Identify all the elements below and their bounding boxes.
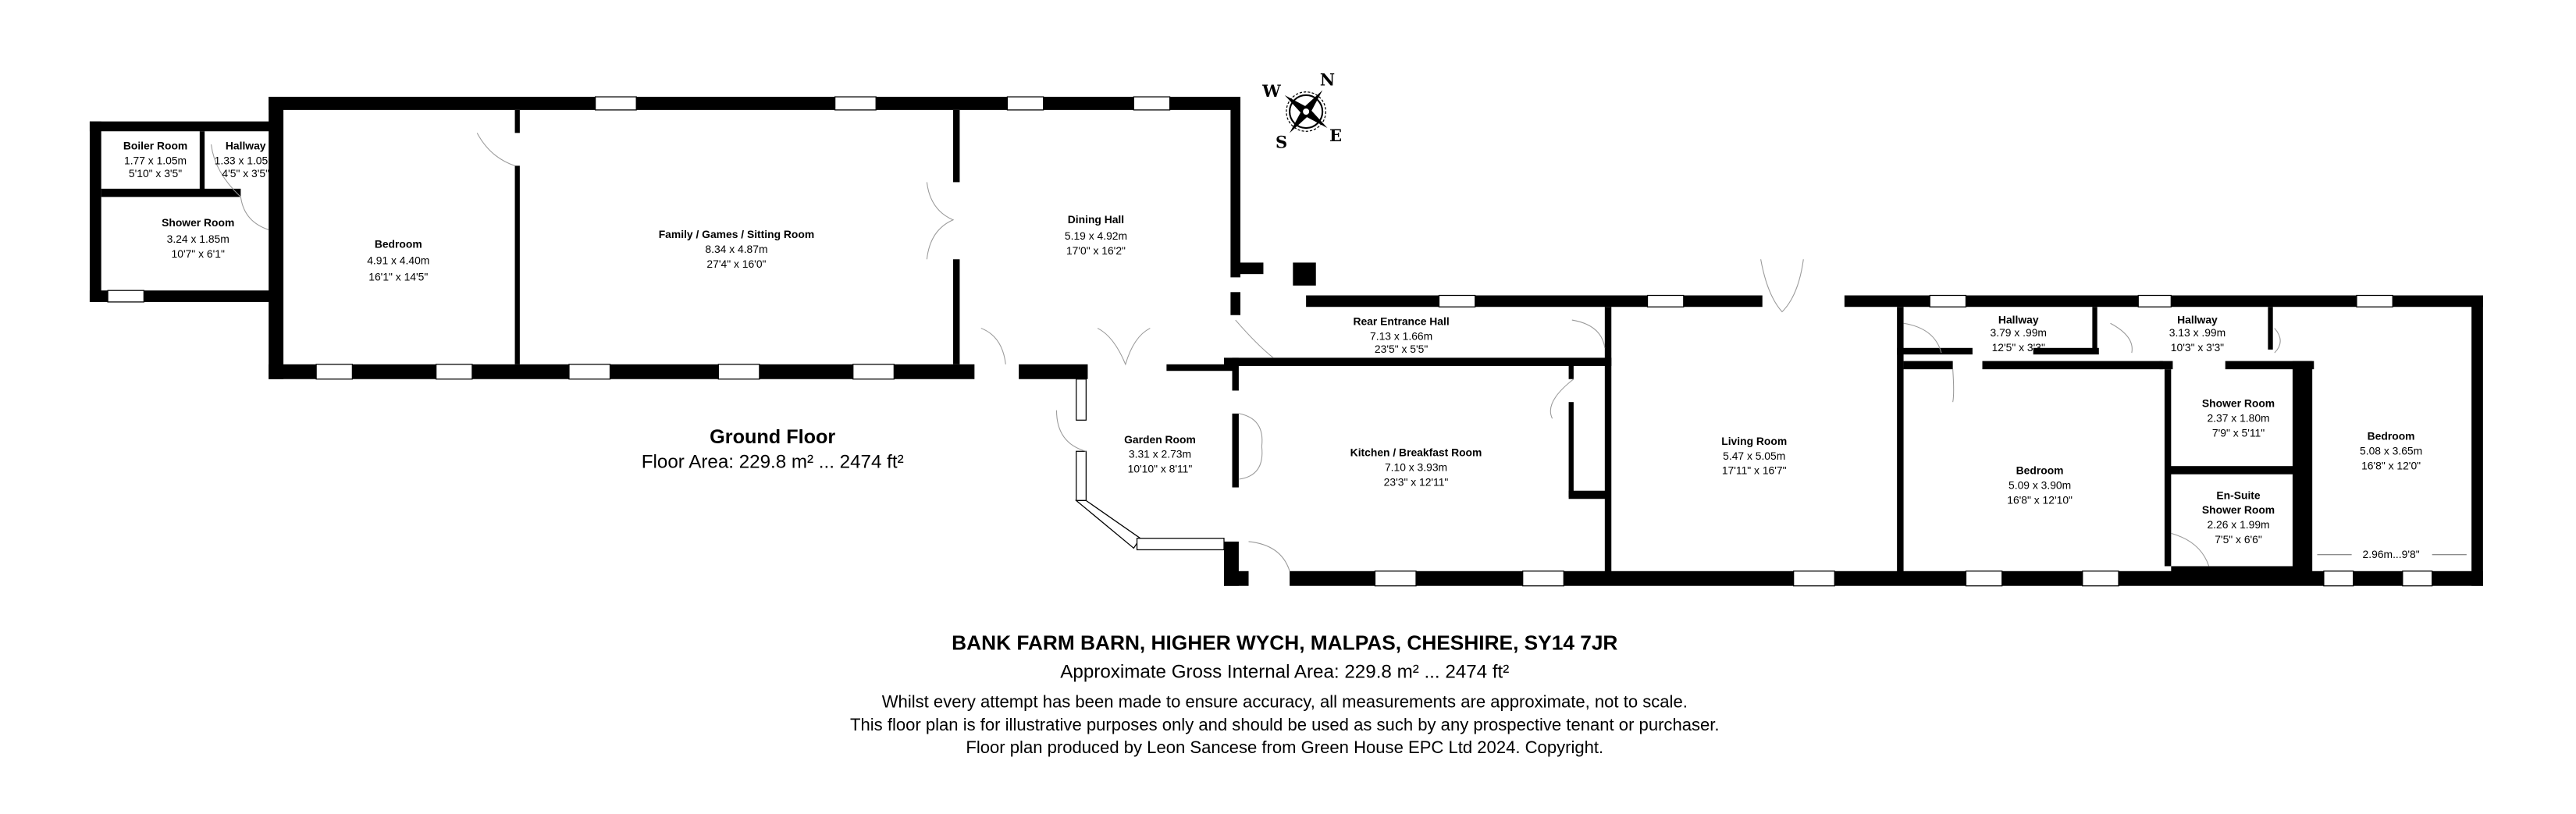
svg-text:Shower Room: Shower Room [2202, 397, 2275, 410]
svg-text:10'10" x 8'11": 10'10" x 8'11" [1128, 463, 1193, 475]
svg-text:10'7" x 6'1": 10'7" x 6'1" [172, 247, 225, 260]
floor-summary: Ground Floor Floor Area: 229.8 m² ... 24… [642, 426, 904, 473]
svg-text:Hallway: Hallway [1998, 313, 2039, 325]
svg-text:7.10 x 3.93m: 7.10 x 3.93m [1385, 461, 1447, 474]
svg-text:Family / Games / Sitting Room: Family / Games / Sitting Room [659, 228, 814, 240]
floor-title: Ground Floor [710, 426, 835, 448]
svg-text:2.26 x 1.99m: 2.26 x 1.99m [2207, 518, 2269, 531]
disclaimer-illustrative: This floor plan is for illustrative purp… [850, 715, 1720, 734]
walls [89, 97, 2483, 586]
room-kitchen-breakfast: Kitchen / Breakfast Room 7.10 x 3.93m 23… [1350, 446, 1482, 489]
svg-text:7'9" x 5'11": 7'9" x 5'11" [2212, 426, 2265, 439]
room-bedroom-east: Bedroom 5.08 x 3.65m 16'8" x 12'0" [2360, 430, 2422, 472]
room-rear-entrance-hall: Rear Entrance Hall 7.13 x 1.66m 23'5" x … [1353, 315, 1449, 355]
svg-text:8.34 x 4.87m: 8.34 x 4.87m [705, 243, 767, 255]
svg-text:2.37 x 1.80m: 2.37 x 1.80m [2207, 411, 2269, 424]
room-family-games-sitting: Family / Games / Sitting Room 8.34 x 4.8… [659, 228, 814, 270]
disclaimer-accuracy: Whilst every attempt has been made to en… [882, 691, 1688, 711]
windows [107, 96, 2433, 587]
compass-e: E [1329, 126, 1342, 145]
compass-n: N [1320, 69, 1335, 89]
compass: N E S W [1261, 69, 1342, 151]
room-shower-room-east: Shower Room 2.37 x 1.80m 7'9" x 5'11" [2202, 397, 2275, 439]
room-boiler-room: Boiler Room 1.77 x 1.05m 5'10" x 3'5" [123, 139, 187, 180]
svg-text:10'3" x 3'3": 10'3" x 3'3" [2171, 341, 2224, 354]
compass-w: W [1261, 81, 1281, 101]
svg-text:Dining Hall: Dining Hall [1068, 213, 1124, 226]
svg-text:5'10" x 3'5": 5'10" x 3'5" [129, 167, 182, 180]
svg-text:23'3" x 12'11": 23'3" x 12'11" [1384, 475, 1449, 488]
svg-text:Kitchen / Breakfast Room: Kitchen / Breakfast Room [1350, 446, 1482, 459]
svg-text:Shower Room: Shower Room [2202, 503, 2275, 516]
svg-text:Living Room: Living Room [1721, 435, 1787, 447]
bedroom-width-dimension: 2.96m...9'8" [2317, 548, 2467, 560]
svg-text:Garden Room: Garden Room [1124, 433, 1196, 446]
svg-text:3.13 x .99m: 3.13 x .99m [2169, 326, 2226, 339]
svg-text:Bedroom: Bedroom [2368, 430, 2415, 443]
svg-text:12'5" x 3'3": 12'5" x 3'3" [1992, 341, 2045, 354]
room-hallway-west: Hallway 1.33 x 1.05m 4'5" x 3'5" [215, 139, 277, 180]
svg-text:27'4" x 16'0": 27'4" x 16'0" [706, 258, 766, 270]
doors [211, 133, 2281, 571]
footer: BANK FARM BARN, HIGHER WYCH, MALPAS, CHE… [850, 631, 1720, 757]
svg-text:3.31 x 2.73m: 3.31 x 2.73m [1129, 448, 1191, 460]
svg-text:Bedroom: Bedroom [2016, 464, 2064, 477]
svg-text:5.09 x 3.90m: 5.09 x 3.90m [2008, 479, 2071, 492]
svg-text:Shower Room: Shower Room [162, 216, 234, 229]
room-shower-room-west: Shower Room 3.24 x 1.85m 10'7" x 6'1" [162, 216, 234, 260]
svg-text:1.77 x 1.05m: 1.77 x 1.05m [124, 154, 187, 166]
svg-text:5.08 x 3.65m: 5.08 x 3.65m [2360, 444, 2422, 457]
svg-text:4'5" x 3'5": 4'5" x 3'5" [222, 167, 269, 180]
room-en-suite-shower-room: En-Suite Shower Room 2.26 x 1.99m 7'5" x… [2202, 489, 2275, 546]
svg-text:17'0" x 16'2": 17'0" x 16'2" [1066, 244, 1126, 257]
room-living-room: Living Room 5.47 x 5.05m 17'11" x 16'7" [1721, 435, 1787, 477]
room-hallway-east-2: Hallway 3.13 x .99m 10'3" x 3'3" [2169, 313, 2226, 354]
credit: Floor plan produced by Leon Sancese from… [966, 738, 1603, 757]
compass-ring-icon [1289, 94, 1324, 130]
svg-text:4.91 x 4.40m: 4.91 x 4.40m [367, 254, 429, 267]
room-garden-room: Garden Room 3.31 x 2.73m 10'10" x 8'11" [1124, 433, 1196, 475]
room-labels: Boiler Room 1.77 x 1.05m 5'10" x 3'5" Ha… [123, 139, 2467, 560]
gross-internal-area: Approximate Gross Internal Area: 229.8 m… [1060, 661, 1509, 682]
svg-text:5.19 x 4.92m: 5.19 x 4.92m [1065, 229, 1127, 242]
svg-text:Boiler Room: Boiler Room [123, 139, 187, 151]
floor-area: Floor Area: 229.8 m² ... 2474 ft² [642, 451, 904, 472]
svg-text:7'5" x 6'6": 7'5" x 6'6" [2215, 533, 2262, 546]
svg-text:Bedroom: Bedroom [375, 238, 422, 251]
room-bedroom-middle: Bedroom 5.09 x 3.90m 16'8" x 12'10" [2007, 464, 2073, 507]
room-hallway-east-1: Hallway 3.79 x .99m 12'5" x 3'3" [1991, 313, 2047, 354]
svg-text:1.33 x 1.05m: 1.33 x 1.05m [215, 154, 277, 166]
svg-text:16'8" x 12'10": 16'8" x 12'10" [2007, 494, 2073, 507]
room-dining-hall: Dining Hall 5.19 x 4.92m 17'0" x 16'2" [1065, 213, 1127, 257]
svg-text:Hallway: Hallway [226, 139, 266, 151]
property-address: BANK FARM BARN, HIGHER WYCH, MALPAS, CHE… [952, 631, 1617, 655]
svg-text:3.24 x 1.85m: 3.24 x 1.85m [167, 233, 229, 245]
svg-text:17'11" x 16'7": 17'11" x 16'7" [1722, 464, 1787, 477]
compass-s: S [1276, 132, 1287, 151]
svg-text:16'1" x 14'5": 16'1" x 14'5" [368, 271, 428, 283]
svg-text:7.13 x 1.66m: 7.13 x 1.66m [1370, 329, 1432, 342]
svg-text:En-Suite: En-Suite [2216, 489, 2261, 501]
svg-text:Rear Entrance Hall: Rear Entrance Hall [1353, 315, 1449, 327]
room-bedroom-west: Bedroom 4.91 x 4.40m 16'1" x 14'5" [367, 238, 429, 283]
svg-text:5.47 x 5.05m: 5.47 x 5.05m [1723, 450, 1785, 462]
svg-text:Hallway: Hallway [2177, 313, 2218, 325]
svg-text:16'8" x 12'0": 16'8" x 12'0" [2361, 459, 2421, 471]
svg-text:23'5" x 5'5": 23'5" x 5'5" [1375, 343, 1428, 355]
svg-text:3.79 x .99m: 3.79 x .99m [1991, 326, 2047, 339]
svg-text:2.96m...9'8": 2.96m...9'8" [2363, 548, 2420, 560]
